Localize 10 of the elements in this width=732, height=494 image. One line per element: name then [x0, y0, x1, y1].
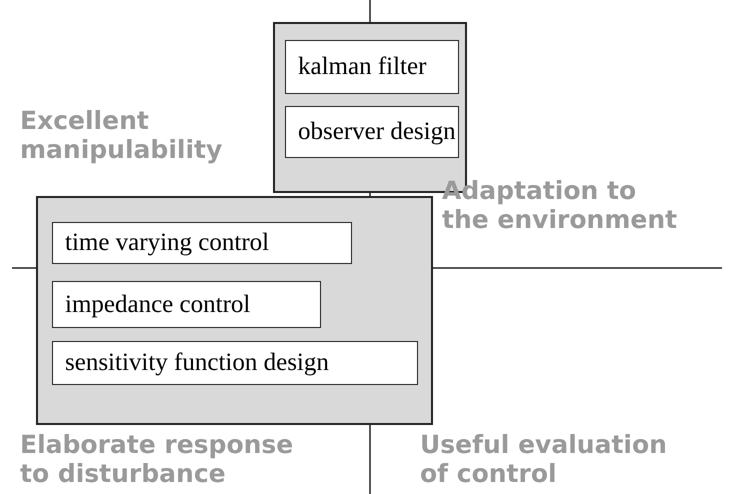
method-box: time varying control [52, 222, 352, 264]
method-box: sensitivity function design [52, 341, 418, 385]
quadrant-label: Excellent manipulability [20, 106, 224, 164]
quadrant-label: Useful evaluation of control [420, 430, 668, 488]
quadrant-label: Adaptation to the environment [442, 176, 678, 234]
group-panel [36, 196, 433, 425]
quadrant-label: Elaborate response to disturbance [20, 430, 294, 488]
method-box: observer design [285, 106, 459, 158]
method-box: impedance control [52, 281, 321, 328]
method-box: kalman filter [285, 40, 459, 94]
